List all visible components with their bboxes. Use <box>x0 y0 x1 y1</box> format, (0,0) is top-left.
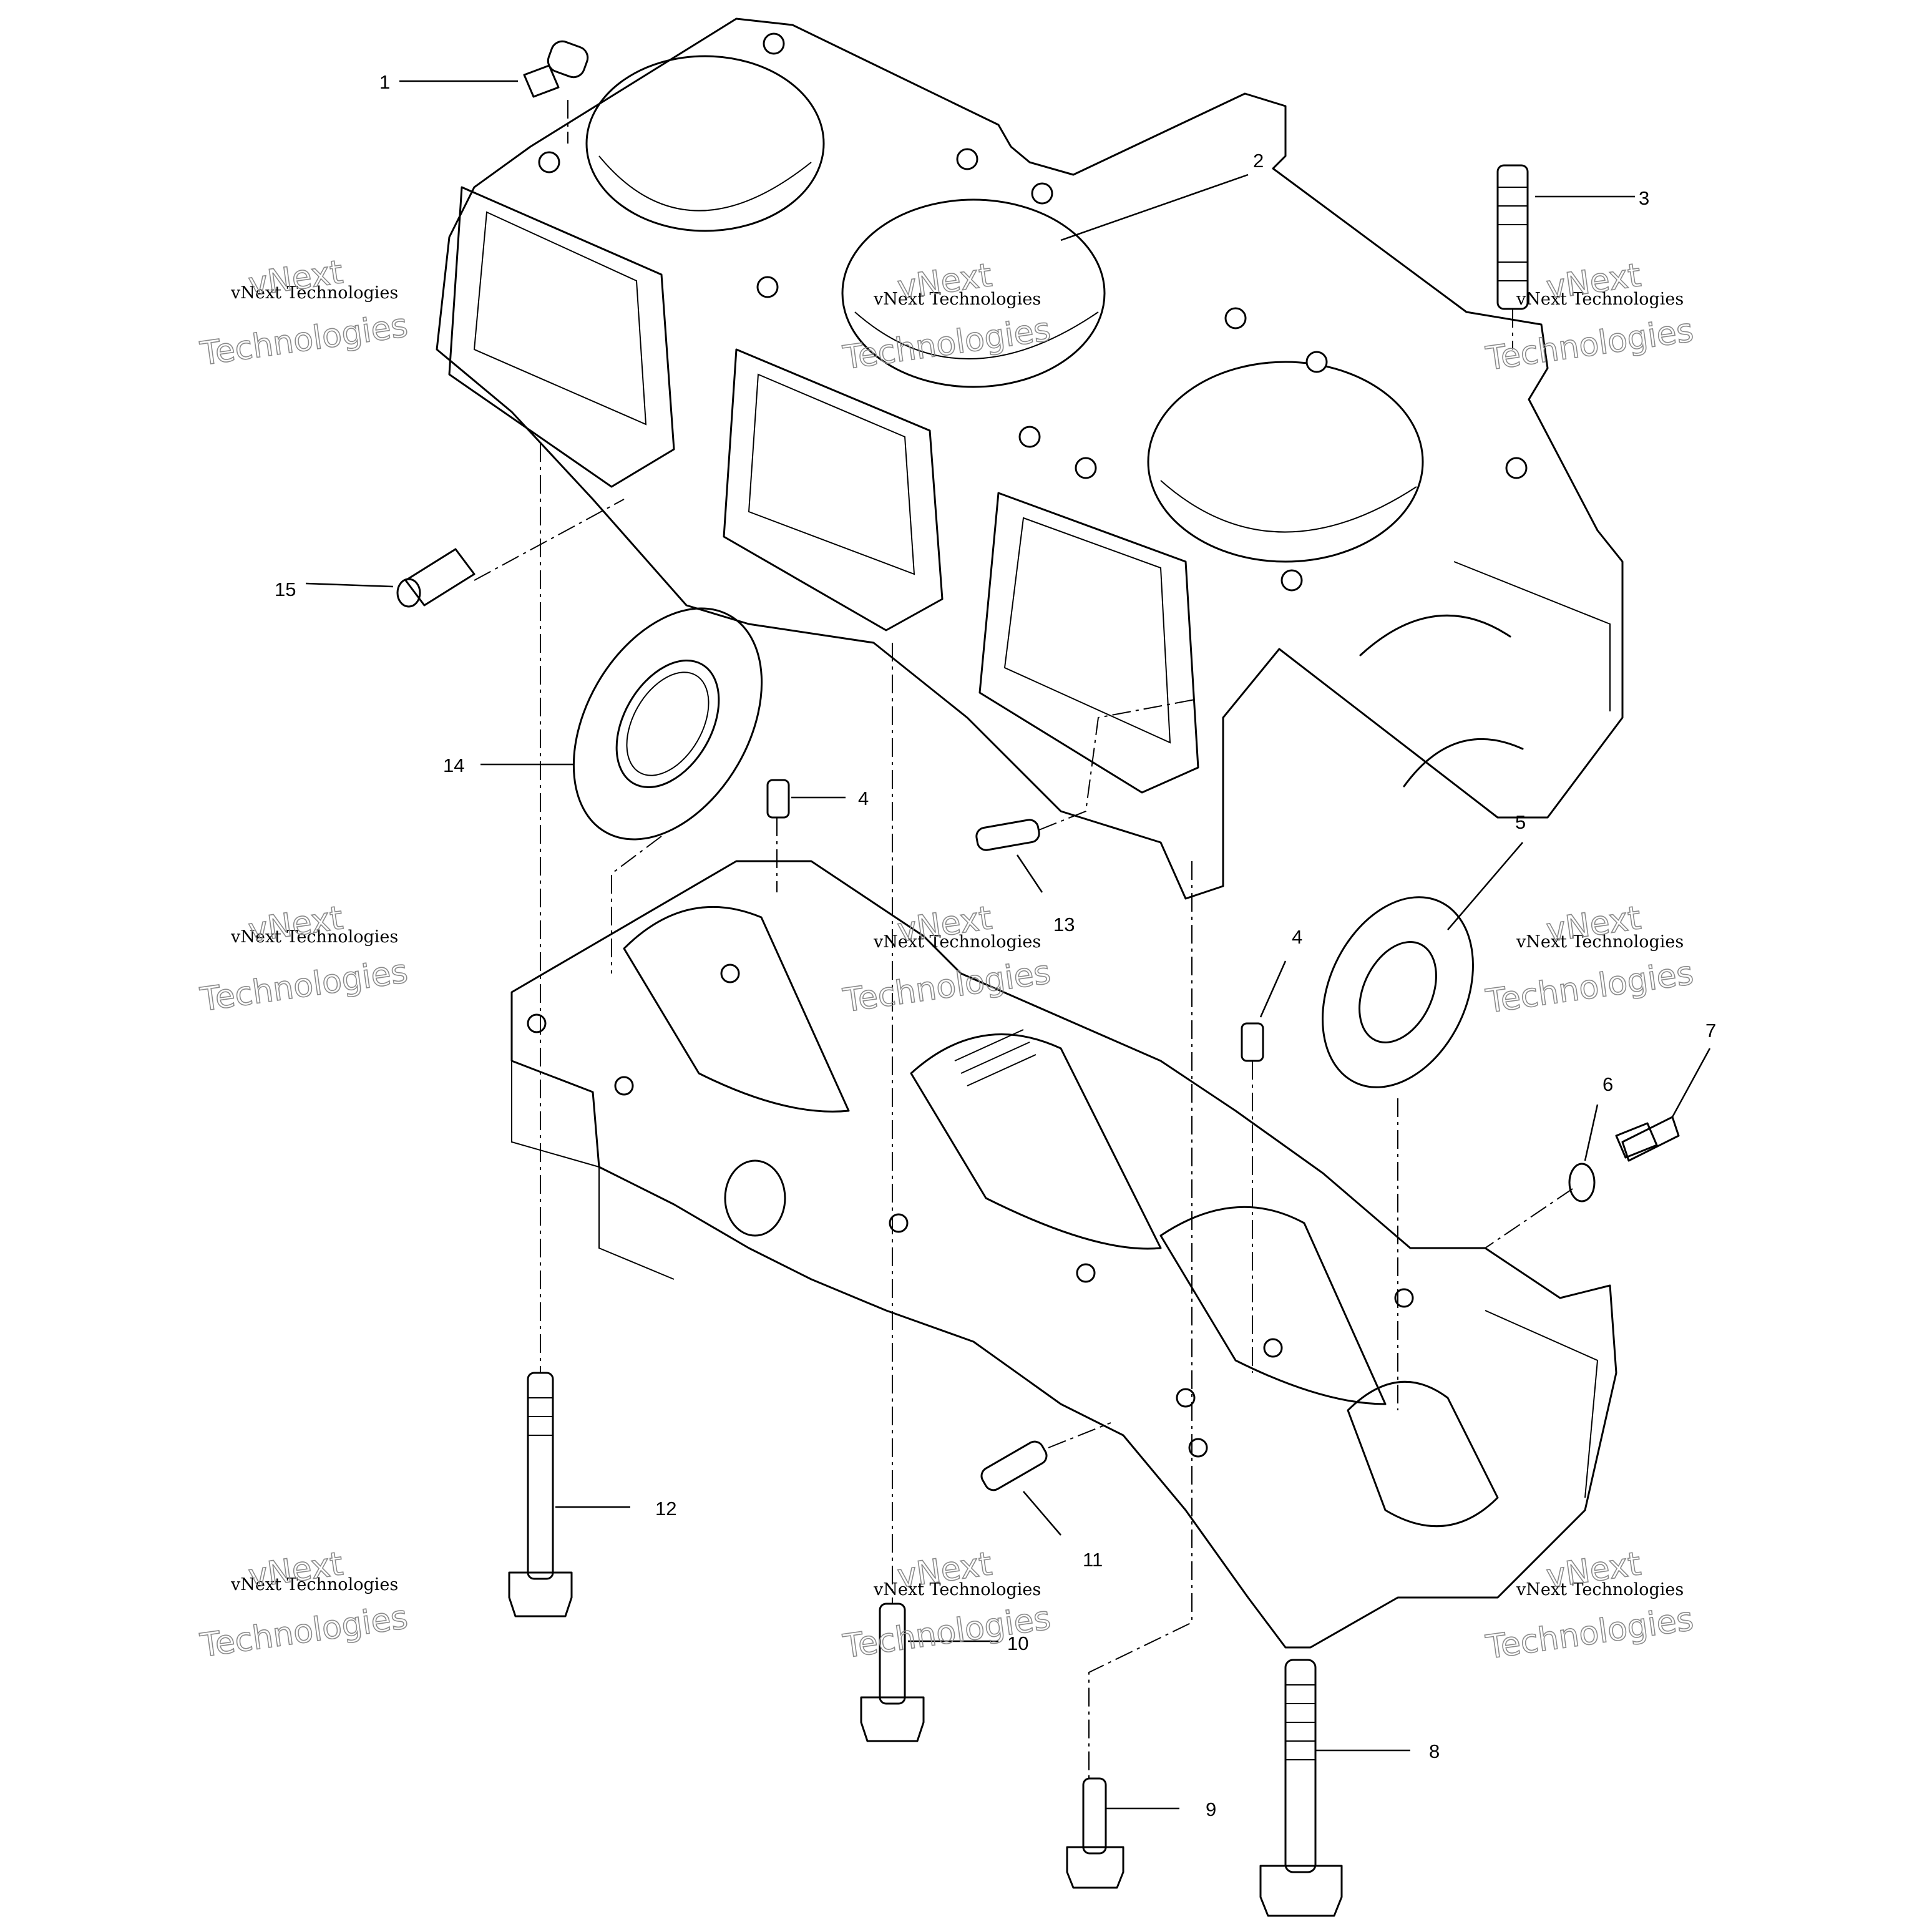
bolt-part <box>1615 1116 1680 1162</box>
alignment-line <box>1038 698 1199 831</box>
callout-13: 13 <box>1053 914 1075 935</box>
leader-line <box>1259 960 1287 1018</box>
alignment-line <box>474 499 625 581</box>
watermark-middle-right: vNext Technologies vNext Technologies <box>1483 899 1696 1021</box>
bolt-part <box>1066 1777 1124 1889</box>
callout-5: 5 <box>1515 811 1526 833</box>
long-bolt-part <box>1259 1659 1343 1917</box>
svg-text:vNext Technologies: vNext Technologies <box>230 1575 398 1594</box>
callout-6: 6 <box>1602 1073 1613 1095</box>
watermark-top-left: vNext Technologies vNext Technologies <box>197 253 411 373</box>
callout-15: 15 <box>275 578 296 600</box>
watermark-top-right: vNext Technologies vNext Technologies <box>1483 256 1696 378</box>
watermark-middle-left: vNext Technologies vNext Technologies <box>197 899 411 1019</box>
washer-part <box>1568 1163 1596 1203</box>
elbow-fitting-part <box>523 40 589 98</box>
svg-text:vNext Technologies: vNext Technologies <box>230 283 398 303</box>
svg-text:vNext Technologies: vNext Technologies <box>873 1580 1041 1599</box>
upper-crankcase <box>436 17 1624 900</box>
callout-9: 9 <box>1206 1798 1216 1820</box>
svg-text:Technologies: Technologies <box>1483 955 1695 1021</box>
callout-14: 14 <box>443 754 464 776</box>
svg-text:vNext Technologies: vNext Technologies <box>1516 932 1684 952</box>
fitting-part <box>396 548 476 608</box>
pin-part <box>975 819 1040 851</box>
svg-text:Technologies: Technologies <box>198 307 410 373</box>
leader-line <box>1023 1491 1061 1536</box>
watermark-top-center: vNext Technologies vNext Technologies <box>840 256 1053 378</box>
svg-text:Technologies: Technologies <box>198 1599 410 1665</box>
callout-3: 3 <box>1639 187 1649 209</box>
leader-line <box>1447 842 1523 930</box>
callout-11: 11 <box>1083 1549 1103 1571</box>
svg-text:Technologies: Technologies <box>841 311 1053 377</box>
leader-line <box>1016 854 1043 893</box>
svg-text:Technologies: Technologies <box>1483 312 1695 378</box>
svg-text:Technologies: Technologies <box>841 954 1053 1020</box>
callout-4: 4 <box>1292 926 1302 948</box>
svg-text:Technologies: Technologies <box>841 1599 1053 1666</box>
alignment-line <box>1048 1422 1111 1448</box>
seal-washer-part <box>1322 896 1474 1088</box>
dowel-pin-part <box>1241 1022 1264 1062</box>
callout-12: 12 <box>655 1498 676 1520</box>
svg-text:Technologies: Technologies <box>198 953 410 1019</box>
leader-line <box>1671 1048 1711 1118</box>
alignment-line <box>611 836 662 973</box>
sleeve-part <box>980 1440 1048 1491</box>
svg-text:vNext Technologies: vNext Technologies <box>873 932 1041 952</box>
stud-part <box>1496 164 1529 310</box>
callout-1: 1 <box>379 71 390 93</box>
callout-4: 4 <box>858 788 869 809</box>
callout-10: 10 <box>1007 1632 1028 1654</box>
svg-text:vNext Technologies: vNext Technologies <box>1516 1580 1684 1599</box>
watermark-bottom-right: vNext Technologies vNext Technologies <box>1483 1544 1696 1667</box>
leader-line <box>305 582 394 588</box>
watermark-bottom-left: vNext Technologies vNext Technologies <box>197 1544 411 1665</box>
svg-text:vNext Technologies: vNext Technologies <box>230 927 398 947</box>
alignment-line <box>1485 1188 1573 1249</box>
long-bolt-part <box>508 1372 573 1617</box>
svg-text:vNext Technologies: vNext Technologies <box>873 290 1041 309</box>
alignment-line <box>1088 861 1193 1778</box>
callout-2: 2 <box>1253 150 1264 172</box>
leader-line <box>1060 173 1249 242</box>
svg-text:vNext Technologies: vNext Technologies <box>1516 290 1684 309</box>
dowel-pin-part <box>766 779 790 819</box>
callout-7: 7 <box>1705 1020 1716 1042</box>
lower-crankcase <box>510 860 1617 1649</box>
svg-text:Technologies: Technologies <box>1483 1601 1695 1667</box>
seal-ring-part <box>572 607 763 841</box>
callout-8: 8 <box>1429 1740 1440 1762</box>
leader-line <box>1584 1104 1599 1161</box>
